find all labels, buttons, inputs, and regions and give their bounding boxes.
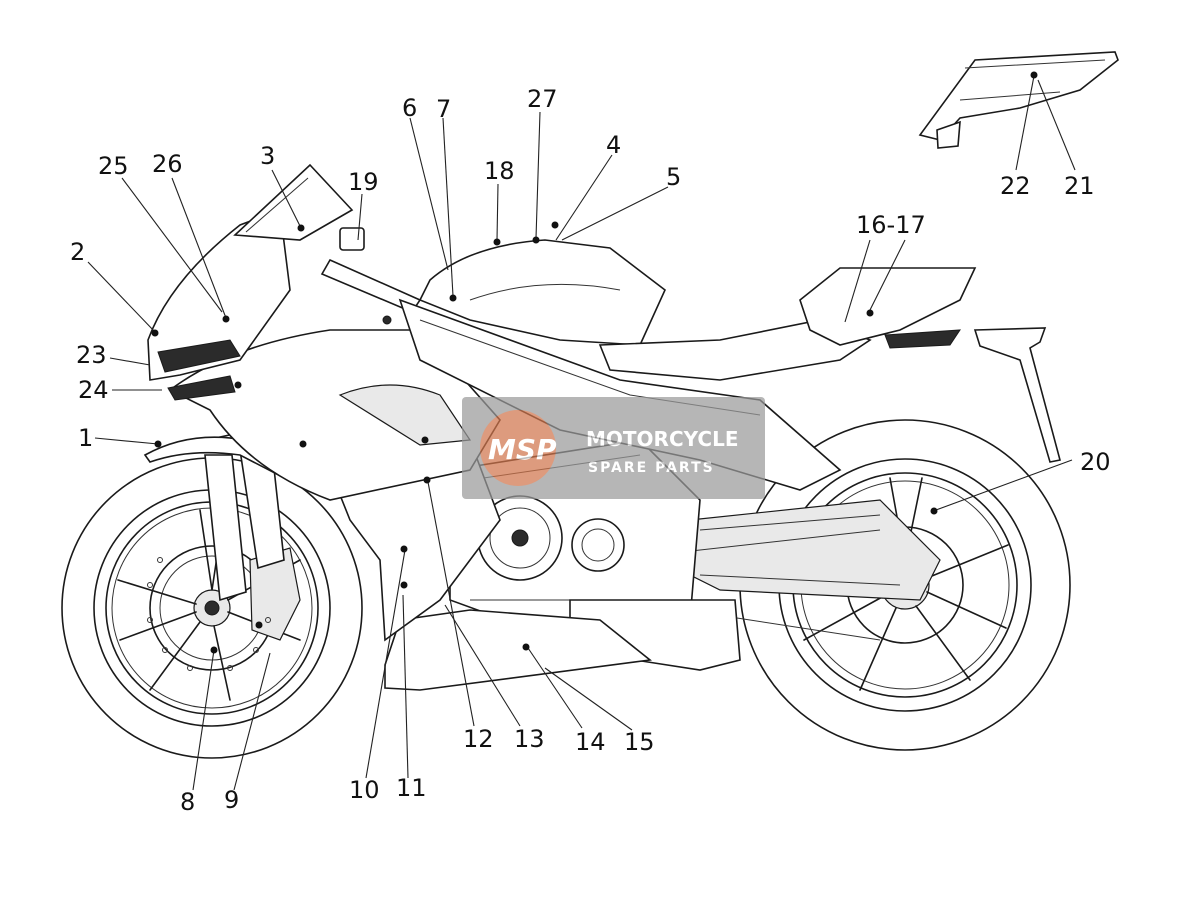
watermark-logo-badge	[480, 410, 556, 486]
callout-11: 11	[396, 774, 427, 802]
callout-20: 20	[1080, 448, 1111, 476]
callout-16-17: 16-17	[856, 211, 926, 239]
inset-tail-part	[918, 51, 1119, 149]
watermark-line2: SPARE PARTS	[588, 460, 715, 476]
callout-7: 7	[436, 95, 451, 123]
callout-15: 15	[624, 728, 655, 756]
callout-labels: 1 2 3 4 5 6 7 8 9 10 11 12 13 14 15 16-1…	[70, 85, 1111, 816]
watermark-line1: MOTORCYCLE	[586, 427, 738, 451]
callout-24: 24	[78, 376, 109, 404]
license-bracket	[973, 327, 1061, 463]
watermark: MSP MOTORCYCLE SPARE PARTS	[462, 397, 765, 499]
nose-fairing	[147, 208, 291, 381]
callout-22: 22	[1000, 172, 1031, 200]
fuel-tank	[418, 239, 666, 346]
callout-8: 8	[180, 788, 195, 816]
callout-19: 19	[348, 168, 379, 196]
callout-25: 25	[98, 152, 129, 180]
leader-lines	[87, 71, 1076, 791]
callout-26: 26	[152, 150, 183, 178]
callout-27: 27	[527, 85, 558, 113]
callout-1: 1	[78, 424, 93, 452]
callout-3: 3	[260, 142, 275, 170]
callout-13: 13	[514, 725, 545, 753]
callout-4: 4	[606, 131, 621, 159]
callout-14: 14	[575, 728, 606, 756]
callout-5: 5	[666, 163, 681, 191]
callout-18: 18	[484, 157, 515, 185]
callout-23: 23	[76, 341, 107, 369]
watermark-logo-text: MSP	[488, 433, 557, 466]
callout-21: 21	[1064, 172, 1095, 200]
callout-6: 6	[402, 94, 417, 122]
windscreen	[233, 163, 354, 241]
callout-9: 9	[224, 786, 239, 814]
tail-fairing	[799, 267, 977, 346]
callout-10: 10	[349, 776, 380, 804]
callout-12: 12	[463, 725, 494, 753]
seat	[598, 319, 872, 381]
callout-2: 2	[70, 238, 85, 266]
front-fork	[204, 419, 301, 602]
